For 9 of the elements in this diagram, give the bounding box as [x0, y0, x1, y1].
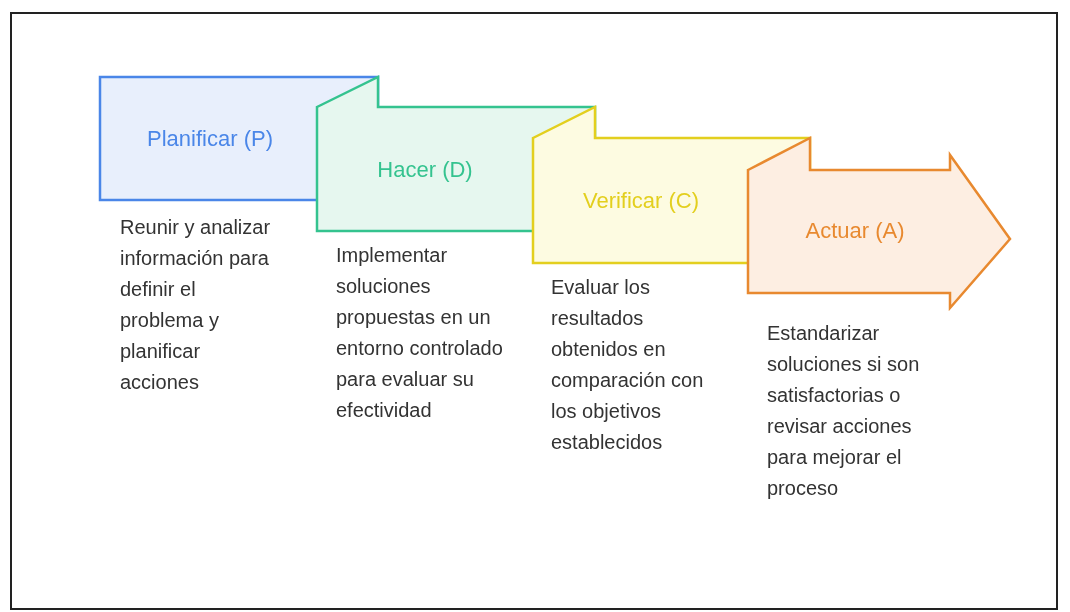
arrow-step-shape [748, 138, 1010, 308]
step-description: Evaluar los resultados obtenidos en comparación con los objetivos establecidos [551, 275, 705, 455]
step-description: Estandarizar soluciones si son satisfactorias o revisar acciones para mejorar el proceso [767, 321, 921, 501]
step-title: Actuar (A) [805, 218, 905, 244]
step-title: Verificar (C) [582, 188, 700, 214]
step-title: Hacer (D) [377, 157, 473, 183]
step-title: Planificar (P) [147, 126, 273, 152]
step-description: Implementar soluciones propuestas en un entorno controlado para evaluar su efectividad [336, 243, 504, 423]
step-description: Reunir y analizar información para definir el problema y planificar acciones [120, 215, 272, 395]
